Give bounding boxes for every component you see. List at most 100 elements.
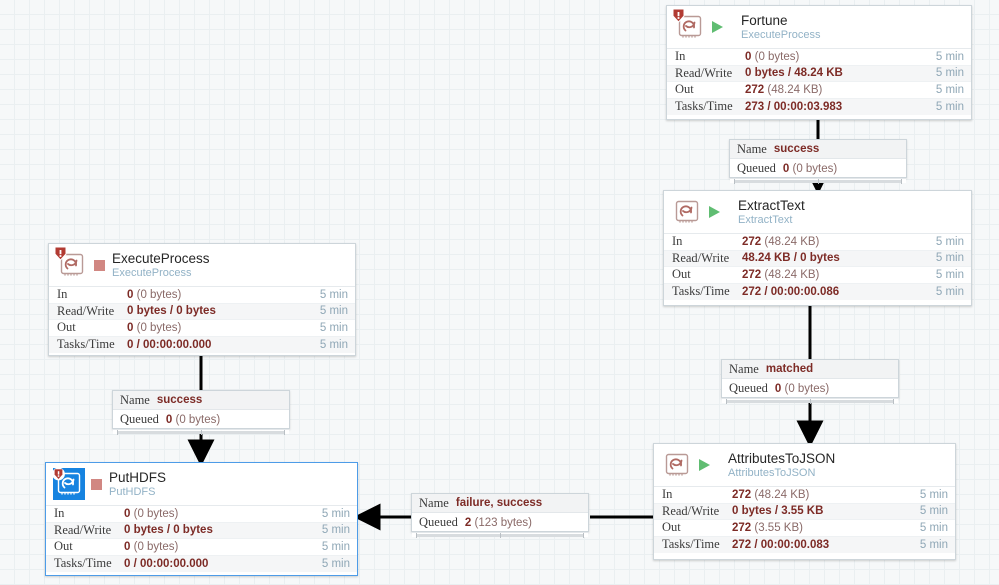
connection-capacity-bar	[412, 532, 588, 538]
processor-stats: In 272 (48.24 KB) 5 min Read/Write 0 byt…	[654, 486, 955, 553]
connection-queued-value: 0 (0 bytes)	[165, 413, 221, 426]
stat-value: 0 bytes / 3.55 KB	[732, 505, 824, 518]
run-status-running-icon	[699, 459, 721, 471]
stat-time: 5 min	[935, 100, 964, 113]
connection-queued-row: Queued 0 (0 bytes)	[730, 159, 906, 178]
connection-queued-row: Queued 2 (123 bytes)	[412, 513, 588, 532]
stat-value: 0 / 00:00:00.000	[127, 338, 212, 351]
run-status-stopped-icon	[94, 259, 105, 271]
processor-attributestojson[interactable]: AttributesToJSON AttributesToJSON In 272…	[653, 443, 956, 560]
connection-queued-label: Queued	[737, 161, 776, 175]
stat-time: 5 min	[935, 285, 964, 298]
processor-stats: In 0 (0 bytes) 5 min Read/Write 0 bytes …	[46, 505, 357, 572]
processor-icon	[672, 8, 706, 43]
stat-row: In 0 (0 bytes) 5 min	[46, 506, 357, 523]
processor-stats: In 272 (48.24 KB) 5 min Read/Write 48.24…	[664, 233, 971, 300]
stat-row: Tasks/Time 0 / 00:00:00.000 5 min	[49, 336, 355, 353]
stat-label: Tasks/Time	[662, 537, 720, 552]
stat-time: 5 min	[319, 338, 348, 351]
connection-name-value: success	[156, 394, 203, 406]
connection-queued-label: Queued	[120, 412, 159, 426]
stat-row: In 272 (48.24 KB) 5 min	[664, 234, 971, 251]
connection-name-value: matched	[765, 363, 814, 375]
connection-capacity-bar	[113, 429, 289, 435]
connection-queued-row: Queued 0 (0 bytes)	[113, 410, 289, 429]
connection-queued-value: 0 (0 bytes)	[774, 382, 830, 395]
processor-type: ExecuteProcess	[741, 28, 821, 41]
stat-row: Tasks/Time 273 / 00:00:03.983 5 min	[667, 98, 971, 115]
stat-time: 5 min	[321, 540, 350, 553]
stat-time: 5 min	[935, 235, 964, 248]
stat-value: 272 (48.24 KB)	[745, 83, 823, 96]
stat-label: Out	[672, 267, 691, 282]
stat-value: 0 bytes / 48.24 KB	[745, 67, 843, 80]
stat-row: Out 0 (0 bytes) 5 min	[49, 320, 355, 337]
processor-extracttext[interactable]: ExtractText ExtractText In 272 (48.24 KB…	[663, 190, 972, 306]
connection-name-value: success	[773, 143, 820, 155]
stat-label: Out	[54, 539, 73, 554]
processor-icon	[52, 467, 85, 500]
stat-value: 0 bytes / 0 bytes	[127, 305, 216, 318]
bulletin-shield-icon[interactable]	[672, 8, 685, 23]
bulletin-shield-icon[interactable]	[52, 467, 65, 482]
stat-row: Read/Write 0 bytes / 48.24 KB 5 min	[667, 65, 971, 82]
processor-header: ExecuteProcess ExecuteProcess	[49, 244, 355, 286]
stat-value: 0 (0 bytes)	[127, 321, 182, 334]
processor-name: ExtractText	[738, 197, 805, 213]
connection-attributestojson-to-puthdfs[interactable]: Name failure, success Queued 2 (123 byte…	[411, 493, 589, 538]
stat-row: Read/Write 0 bytes / 0 bytes 5 min	[46, 522, 357, 539]
processor-name: Fortune	[741, 12, 788, 28]
stat-row: Tasks/Time 272 / 00:00:00.086 5 min	[664, 283, 971, 300]
stat-label: In	[672, 234, 683, 249]
processor-type: ExtractText	[738, 213, 793, 226]
connection-queued-value: 0 (0 bytes)	[782, 162, 838, 175]
stat-time: 5 min	[321, 507, 350, 520]
stat-row: Tasks/Time 272 / 00:00:00.083 5 min	[654, 536, 955, 553]
stat-time: 5 min	[321, 524, 350, 537]
processor-name: AttributesToJSON	[728, 450, 836, 466]
processor-header: Fortune ExecuteProcess	[667, 6, 971, 48]
processor-puthdfs[interactable]: PutHDFS PutHDFS In 0 (0 bytes) 5 min Rea…	[45, 462, 358, 576]
run-status-running-icon	[712, 21, 734, 33]
connection-executeprocess-to-puthdfs[interactable]: Name success Queued 0 (0 bytes)	[112, 390, 290, 435]
stat-value: 48.24 KB / 0 bytes	[742, 252, 840, 265]
stat-time: 5 min	[319, 305, 348, 318]
stat-label: Read/Write	[672, 250, 730, 265]
stat-value: 272 / 00:00:00.083	[732, 538, 830, 551]
processor-executeprocess[interactable]: ExecuteProcess ExecuteProcess In 0 (0 by…	[48, 243, 356, 356]
stat-row: Read/Write 0 bytes / 0 bytes 5 min	[49, 303, 355, 320]
stat-row: Tasks/Time 0 / 00:00:00.000 5 min	[46, 555, 357, 572]
stat-label: Tasks/Time	[675, 99, 733, 114]
connection-name-row: Name success	[730, 140, 906, 159]
stat-value: 272 / 00:00:00.086	[742, 285, 840, 298]
connection-fortune-to-extracttext[interactable]: Name success Queued 0 (0 bytes)	[729, 139, 907, 184]
stat-value: 0 bytes / 0 bytes	[124, 524, 213, 537]
processor-type: PutHDFS	[109, 485, 156, 498]
connection-queued-row: Queued 0 (0 bytes)	[722, 379, 898, 398]
stat-value: 0 / 00:00:00.000	[124, 557, 209, 570]
stat-value: 272 (48.24 KB)	[742, 235, 820, 248]
bulletin-shield-icon[interactable]	[54, 246, 67, 261]
processor-fortune[interactable]: Fortune ExecuteProcess In 0 (0 bytes) 5 …	[666, 5, 972, 120]
connection-name-label: Name	[737, 141, 767, 156]
stat-row: In 272 (48.24 KB) 5 min	[654, 487, 955, 504]
processor-type: ExecuteProcess	[112, 266, 192, 279]
processor-stats: In 0 (0 bytes) 5 min Read/Write 0 bytes …	[667, 48, 971, 115]
stat-label: Out	[675, 82, 694, 97]
connection-name-label: Name	[120, 392, 150, 407]
stat-time: 5 min	[919, 488, 948, 501]
processor-header: PutHDFS PutHDFS	[46, 463, 357, 505]
stat-value: 273 / 00:00:03.983	[745, 100, 843, 113]
processor-name: PutHDFS	[109, 469, 167, 485]
connection-name-label: Name	[729, 361, 759, 376]
stat-time: 5 min	[919, 538, 948, 551]
stat-value: 0 (0 bytes)	[124, 507, 179, 520]
processor-icon	[661, 449, 693, 481]
connection-name-row: Name matched	[722, 360, 898, 379]
stat-label: Read/Write	[662, 503, 720, 518]
connection-extracttext-to-attributestojson[interactable]: Name matched Queued 0 (0 bytes)	[721, 359, 899, 404]
connection-queued-label: Queued	[729, 381, 768, 395]
connection-capacity-bar	[722, 398, 898, 404]
stat-row: In 0 (0 bytes) 5 min	[667, 49, 971, 66]
